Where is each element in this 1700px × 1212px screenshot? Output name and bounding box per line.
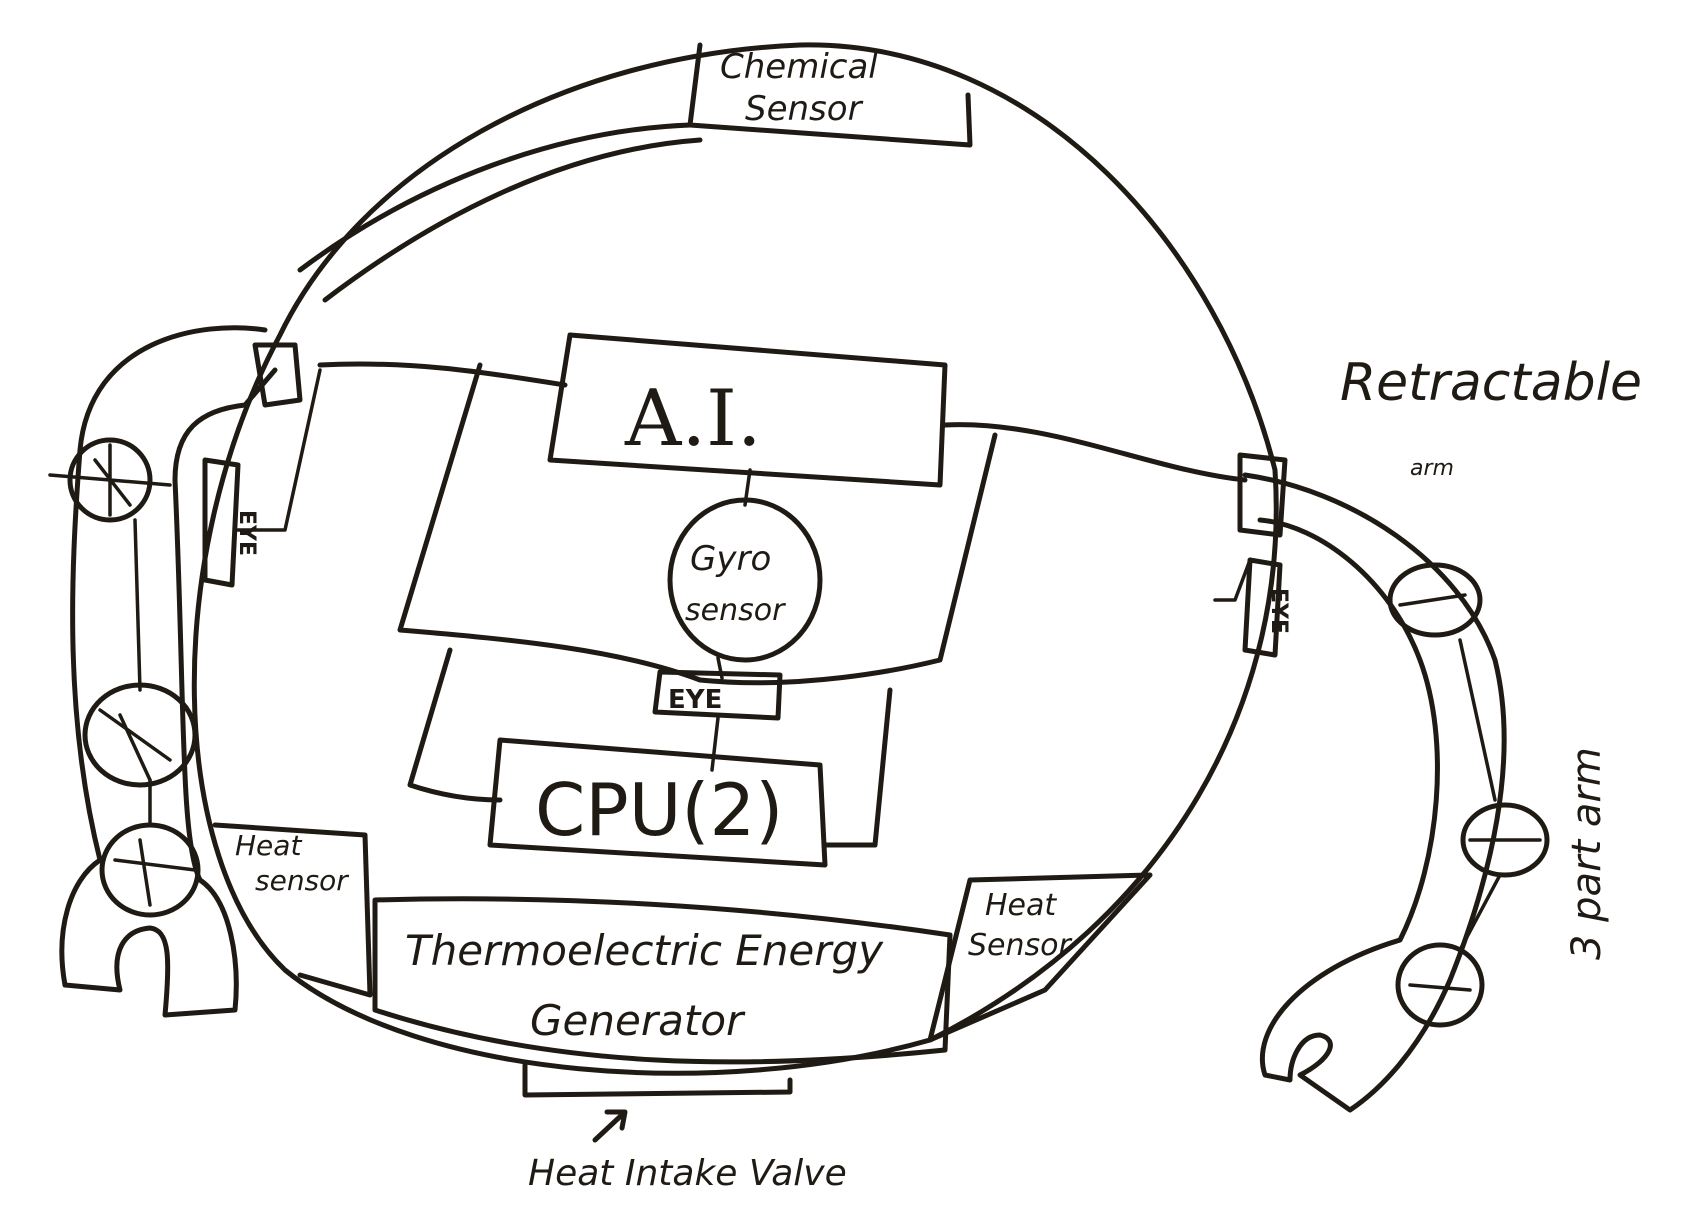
heat-intake-valve: Heat Intake Valve (522, 1062, 847, 1194)
right-arm (1237, 452, 1550, 1113)
chemical-sensor-label-line1: Chemical (720, 47, 878, 87)
eye-left-wire (236, 368, 322, 532)
eye-right-wire (1213, 558, 1252, 602)
eye-left-label: EYE (234, 510, 259, 556)
left-arm-joint-2 (82, 682, 198, 788)
heat-sensor-left-line1: Heat (235, 829, 302, 862)
thermoelectric-label-line2: Generator (530, 996, 746, 1045)
cpu-right-wire (822, 687, 893, 848)
gyro-sensor: Gyro sensor (667, 497, 823, 663)
ai-label: A.I. (624, 374, 762, 464)
robot-body-outline (191, 42, 1279, 1076)
cpu-loop-wire (407, 647, 503, 803)
eye-left: EYE (202, 457, 259, 588)
eye-cpu-link (710, 716, 720, 772)
ai-unit: A.I. (547, 332, 948, 488)
heat-sensor-right-line2: Sensor (968, 928, 1072, 963)
heat-sensor-right-line1: Heat (985, 888, 1057, 923)
heat-intake-valve-label: Heat Intake Valve (528, 1153, 847, 1194)
eye-center-label: EYE (668, 685, 722, 715)
thermoelectric-energy-generator: Thermoelectric Energy Generator (372, 896, 953, 1065)
retractable-label: Retractable (1340, 353, 1642, 413)
thermoelectric-label-line1: Thermoelectric Energy (405, 926, 884, 975)
eye-right-label: EYE (1266, 588, 1291, 634)
arm-label: arm (1410, 456, 1454, 481)
gyro-sensor-label-line2: sensor (685, 593, 786, 628)
gyro-sensor-label-line1: Gyro (690, 539, 771, 579)
right-arm-joint-2 (1460, 802, 1550, 878)
cpu-unit: CPU(2) (487, 737, 828, 868)
eye-center: EYE (652, 669, 783, 721)
ai-wire-right (942, 422, 1248, 483)
heat-sensor-left: Heat sensor (212, 822, 373, 998)
eye-right: EYE (1242, 557, 1291, 658)
heat-sensor-right: Heat Sensor (927, 872, 1153, 1043)
chemical-sensor: Chemical Sensor (297, 42, 973, 303)
inner-board-outline (397, 362, 998, 686)
left-arm-joint-1 (67, 437, 153, 523)
ai-wire-left (317, 361, 568, 388)
three-part-arm-note: 3 part arm (1564, 747, 1610, 960)
right-arm-joint-3 (1395, 942, 1485, 1028)
cpu-label: CPU(2) (535, 768, 783, 852)
three-part-arm-label: 3 part arm (1564, 747, 1610, 960)
left-arm (48, 325, 303, 1018)
retractable-arm-note: Retractable arm (1340, 353, 1642, 481)
right-arm-joint-1 (1387, 562, 1483, 638)
chemical-sensor-label-line2: Sensor (745, 89, 864, 129)
heat-sensor-left-line2: sensor (255, 864, 349, 897)
